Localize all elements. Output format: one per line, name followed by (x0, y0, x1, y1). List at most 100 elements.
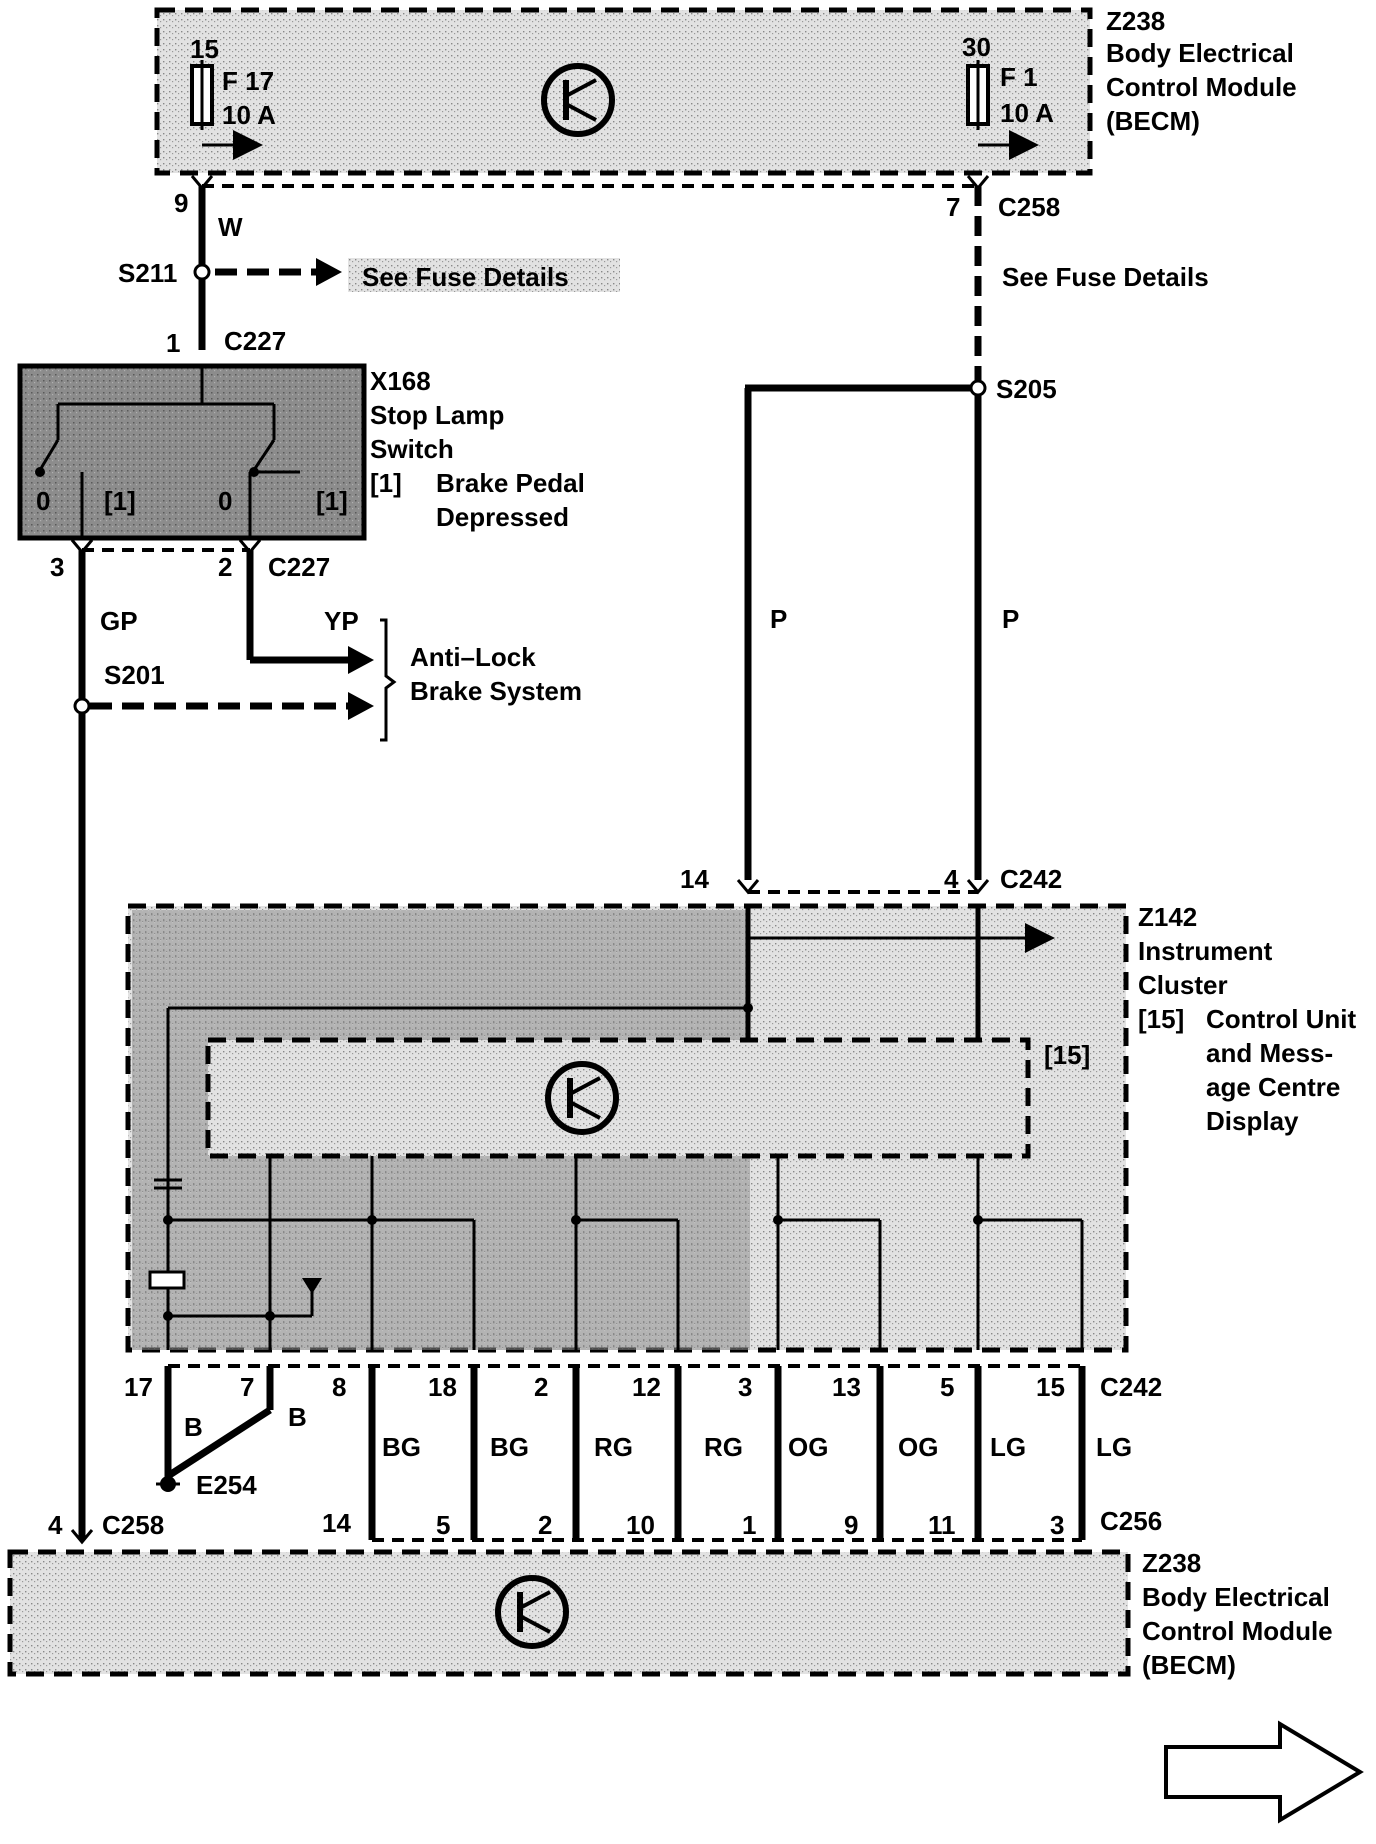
fuse-left-name: F 17 (222, 66, 274, 96)
c242-pin-1: 17 (124, 1372, 153, 1402)
becm-bottom-name-1: Body Electrical (1142, 1582, 1330, 1612)
switch-top-pin: 1 (166, 328, 180, 358)
c242-pin-4: 18 (428, 1372, 457, 1402)
top-conn-left-pin: 9 (174, 188, 188, 218)
becm-top-module: 15 F 17 10 A 30 F 1 10 A (154, 7, 1093, 176)
cluster-note-2: and Mess- (1206, 1038, 1333, 1068)
splice-s211: S211 (118, 258, 177, 288)
fuse-right-terminal: 30 (962, 32, 991, 62)
switch-name-1: Stop Lamp (370, 400, 504, 430)
c242-pin-10: 15 (1036, 1372, 1065, 1402)
wire-p-right: P (1002, 604, 1019, 634)
becm-bottom-transistor-icon (495, 1575, 569, 1649)
c256-pin-1: 14 (322, 1508, 351, 1538)
becm-top-name-3: (BECM) (1106, 106, 1200, 136)
becm-bottom-module (7, 1549, 1131, 1677)
fuse-f17-icon (190, 60, 214, 130)
switch-note-tag: [1] (370, 468, 402, 498)
cluster-inner-tag: [15] (1044, 1040, 1090, 1070)
cluster-name-1: Instrument (1138, 936, 1273, 966)
top-conn-name: C258 (998, 192, 1060, 222)
c256-pin-4: 10 (626, 1510, 655, 1540)
fuse-left-terminal: 15 (190, 34, 219, 64)
c256-pin-7: 11 (928, 1510, 956, 1540)
cluster-note-tag: [15] (1138, 1004, 1184, 1034)
c242-top-left-pin: 14 (680, 864, 709, 894)
splice-s201: S201 (104, 660, 165, 690)
switch-ref: X168 (370, 366, 431, 396)
ground-e254 (156, 1366, 274, 1492)
fuse-right-name: F 1 (1000, 62, 1038, 92)
ground-wire-left: B (184, 1412, 203, 1442)
wire-color-4: RG (704, 1432, 743, 1462)
c242-pin-9: 5 (940, 1372, 954, 1402)
wire-color-8: LG (1096, 1432, 1132, 1462)
instrument-cluster-module: [15] (125, 903, 1129, 1353)
becm-bottom-ref: Z238 (1142, 1548, 1201, 1578)
switch-top-conn: C227 (224, 326, 286, 356)
ground-label: E254 (196, 1470, 257, 1500)
wire-color-7: LG (990, 1432, 1026, 1462)
becm-bottom-name-3: (BECM) (1142, 1650, 1236, 1680)
c242-c256-wires (368, 1366, 1086, 1540)
cluster-note-3: age Centre (1206, 1072, 1340, 1102)
switch-bottom-conn: C227 (268, 552, 330, 582)
c242-top-right-pin: 4 (944, 864, 959, 894)
continue-right-arrow-icon (1164, 1720, 1364, 1824)
splice-s205: S205 (996, 374, 1057, 404)
transistor-icon (541, 63, 615, 137)
stop-lamp-switch: 0 [1] 0 [1] (17, 363, 367, 541)
c242-pin-3: 8 (332, 1372, 346, 1402)
c242-bottom-name: C242 (1100, 1372, 1162, 1402)
abs-line1: Anti–Lock (410, 642, 536, 672)
switch-bottom-pin-left: 3 (50, 552, 64, 582)
switch-pos1-right: [1] (316, 486, 348, 516)
wire-w-label: W (218, 212, 243, 242)
switch-name-2: Switch (370, 434, 454, 464)
cluster-name-2: Cluster (1138, 970, 1228, 1000)
c256-pin-2: 5 (436, 1510, 450, 1540)
wire-color-6: OG (898, 1432, 938, 1462)
c242-pin-2: 7 (240, 1372, 254, 1402)
c242-top-name: C242 (1000, 864, 1062, 894)
wire-color-3: RG (594, 1432, 633, 1462)
c256-pin-6: 9 (844, 1510, 858, 1540)
fuse-details-right: See Fuse Details (1002, 262, 1209, 292)
c258-bottom-name: C258 (102, 1510, 164, 1540)
cluster-note-4: Display (1206, 1106, 1299, 1136)
c242-pin-7: 3 (738, 1372, 752, 1402)
c256-name: C256 (1100, 1506, 1162, 1536)
wire-color-5: OG (788, 1432, 828, 1462)
becm-bottom-name-2: Control Module (1142, 1616, 1333, 1646)
c258-bottom-pin: 4 (48, 1510, 63, 1540)
wire-gp: GP (100, 606, 138, 636)
c242-pin-8: 13 (832, 1372, 861, 1402)
becm-top-ref: Z238 (1106, 6, 1165, 36)
becm-top-name-2: Control Module (1106, 72, 1297, 102)
cluster-ref: Z142 (1138, 902, 1197, 932)
cluster-transistor-icon (545, 1061, 619, 1135)
fuse-f1-icon (966, 60, 990, 130)
top-conn-right-pin: 7 (946, 192, 960, 222)
wire-p-left: P (770, 604, 787, 634)
fuse-right-rating: 10 A (1000, 98, 1054, 128)
switch-bottom-pin-right: 2 (218, 552, 232, 582)
wire-color-1: BG (382, 1432, 421, 1462)
c256-pin-5: 1 (742, 1510, 756, 1540)
becm-top-name-1: Body Electrical (1106, 38, 1294, 68)
wire-color-2: BG (490, 1432, 529, 1462)
c242-pin-5: 2 (534, 1372, 548, 1402)
c256-pin-3: 2 (538, 1510, 552, 1540)
switch-pos0-left: 0 (36, 486, 50, 516)
wire-yp: YP (324, 606, 359, 636)
c242-pin-6: 12 (632, 1372, 661, 1402)
cluster-note-1: Control Unit (1206, 1004, 1357, 1034)
switch-note-1: Brake Pedal (436, 468, 585, 498)
switch-pos0-right: 0 (218, 486, 232, 516)
fuse-left-rating: 10 A (222, 100, 276, 130)
abs-line2: Brake System (410, 676, 582, 706)
switch-pos1-left: [1] (104, 486, 136, 516)
switch-note-2: Depressed (436, 502, 569, 532)
fuse-details-left: See Fuse Details (362, 262, 569, 292)
